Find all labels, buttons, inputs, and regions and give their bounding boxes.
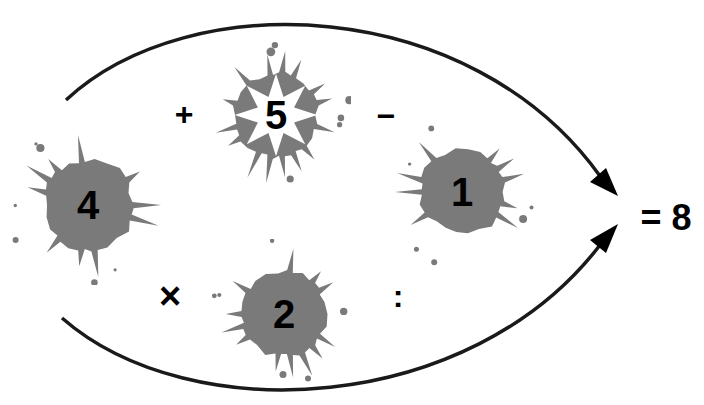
ink-blot: 1	[387, 117, 537, 267]
arrow-head	[590, 224, 618, 253]
arrow-head	[590, 168, 618, 196]
top-arc	[66, 25, 600, 176]
operator-sign: −	[377, 100, 396, 132]
operator-sign: :	[393, 280, 404, 312]
number: 2	[273, 294, 295, 334]
number: 4	[77, 185, 99, 225]
number: 5	[265, 95, 287, 135]
operator-sign: ×	[159, 277, 181, 315]
result-text: = 8	[640, 200, 691, 236]
number: 1	[451, 172, 473, 212]
operator-sign: +	[175, 98, 194, 130]
ink-blot: 4	[8, 125, 168, 285]
ink-blot: 2	[209, 239, 359, 389]
bottom-arc	[62, 245, 600, 390]
ink-blot: 5	[201, 40, 351, 190]
